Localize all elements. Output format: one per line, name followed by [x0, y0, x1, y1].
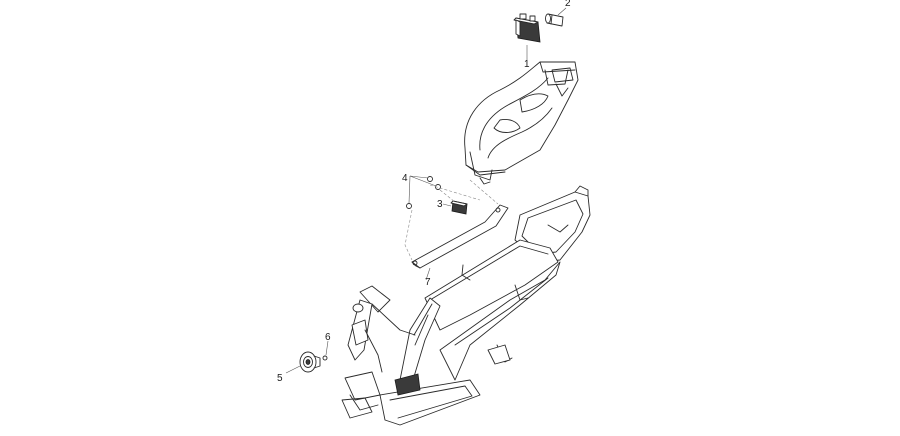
steering-head-tube: [347, 285, 416, 373]
part-5-horn: [285, 351, 321, 374]
callout-7: 7: [425, 277, 431, 288]
callout-4: 4: [402, 173, 408, 184]
callout-5: 5: [277, 373, 283, 384]
part-4-bolts: [406, 175, 441, 209]
part-3-relay: [442, 200, 468, 215]
callout-1: 1: [524, 59, 530, 70]
main-frame: [341, 185, 591, 426]
part-2-cylinder: [545, 13, 564, 27]
callout-6: 6: [325, 332, 331, 343]
leader-2: [557, 7, 567, 16]
part-7-bracket: [411, 204, 509, 281]
callout-2: 2: [565, 0, 571, 9]
assembly-guide-lines: [404, 179, 499, 261]
callout-3: 3: [437, 199, 443, 210]
part-1-box: [513, 13, 541, 43]
part-6-bolt: [322, 340, 329, 361]
under-seat-storage-tub: [464, 61, 579, 185]
